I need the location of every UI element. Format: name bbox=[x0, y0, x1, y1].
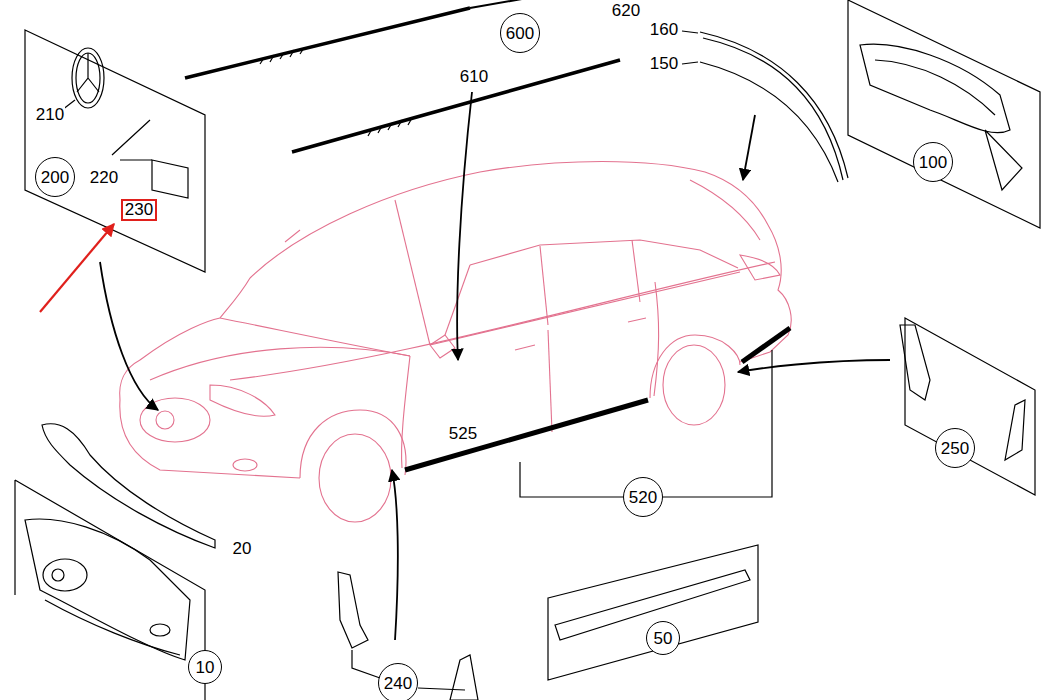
callout-number: 610 bbox=[459, 68, 489, 87]
callout-number: 50 bbox=[654, 630, 673, 647]
callout-number: 160 bbox=[649, 21, 679, 40]
callout-number: 220 bbox=[89, 169, 119, 188]
highlight-arrow bbox=[40, 224, 114, 312]
callout-number: 20 bbox=[232, 540, 253, 559]
callout-number: 600 bbox=[506, 25, 534, 42]
callout-number: 525 bbox=[448, 425, 478, 444]
callout-circle: 200 bbox=[35, 157, 75, 197]
callout-number: 210 bbox=[35, 106, 65, 125]
callout-circle: 600 bbox=[500, 13, 540, 53]
callout-number: 520 bbox=[629, 489, 657, 506]
callout-number: 150 bbox=[649, 55, 679, 74]
callout-number: 10 bbox=[196, 659, 215, 676]
callout-circle: 100 bbox=[913, 142, 953, 182]
callout-circle: 520 bbox=[623, 477, 663, 517]
callout-circle: 240 bbox=[378, 663, 418, 700]
callout-number: 230 bbox=[121, 199, 157, 222]
callout-circle: 50 bbox=[646, 621, 680, 655]
callout-number: 200 bbox=[41, 169, 69, 186]
callout-circle: 250 bbox=[935, 428, 975, 468]
callout-number: 240 bbox=[384, 675, 412, 692]
part-drawings bbox=[15, 0, 1040, 700]
car-outline bbox=[120, 162, 792, 523]
callout-number: 620 bbox=[611, 2, 641, 21]
callout-number: 100 bbox=[919, 154, 947, 171]
callout-number: 250 bbox=[941, 440, 969, 457]
callout-circle: 10 bbox=[188, 650, 222, 684]
